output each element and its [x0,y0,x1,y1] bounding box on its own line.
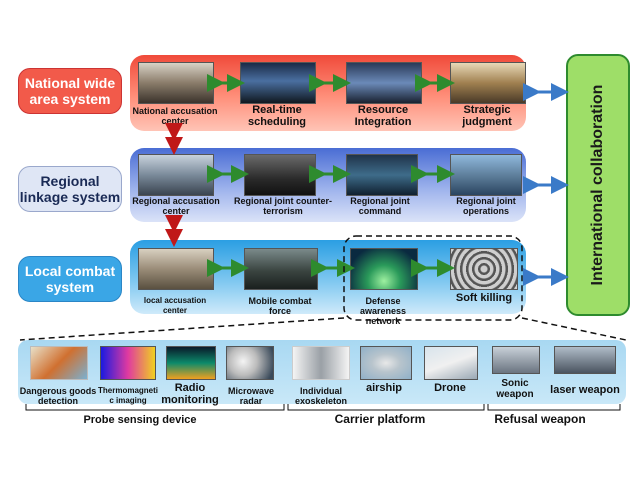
laser-weapon-image [554,346,616,374]
local-level-text: Local combat system [24,263,116,295]
device-caption: Thermomagnetic imaging [98,386,159,405]
national-level-label: National wide area system [18,68,122,114]
national-item-caption: Real-time scheduling [247,104,307,128]
radio-monitoring-image [166,346,216,380]
soft-killing-image [450,248,518,290]
group-brackets [25,404,621,411]
real-time-scheduling-image [240,62,316,104]
probe-bracket [25,404,285,411]
regional-level-label: Regional linkage system [18,166,122,212]
device-caption: airship [365,382,403,394]
carrier-bracket [287,404,485,411]
carrier-platform-group-label: Carrier platform [334,412,426,426]
regional-item-caption: Regional joint counter-terrorism [234,196,332,216]
drone-image [424,346,478,380]
device-caption: Individual exoskeleton [294,386,348,406]
blue-arrows [523,83,569,286]
regional-joint-command-image [346,154,418,196]
device-caption: Microwave radar [227,386,275,406]
strategic-judgment-image [450,62,526,104]
device-caption: Radio monitoring [161,382,219,406]
international-collaboration-panel: International collaboration [566,54,630,316]
dangerous-goods-image [30,346,88,380]
device-caption: Dangerous goods detection [19,386,97,406]
sonic-weapon-image [492,346,540,374]
national-level-text: National wide area system [24,75,116,107]
individual-exoskeleton-image [292,346,350,380]
dashed-highlight-box [343,235,523,321]
regional-item-caption: Regional accusation center [132,196,220,216]
microwave-radar-image [226,346,274,380]
device-caption: Sonic weapon [496,378,534,400]
dashed-connector-right [521,317,627,341]
local-level-label: Local combat system [18,256,122,302]
device-caption: laser weapon [550,384,620,396]
local-item-caption: Mobile combat force [248,296,312,316]
airship-image [360,346,412,380]
local-item-caption: Defense awareness network [359,296,407,326]
local-item-caption: Soft killing [455,292,513,304]
refusal-bracket [487,404,621,411]
green-arrows [207,74,455,277]
local-item-caption: local accusation center [143,296,207,315]
regional-counter-terrorism-image [244,154,316,196]
probe-sensing-group-label: Probe sensing device [83,414,197,426]
regional-item-caption: Regional joint command [350,196,410,216]
national-accusation-center-image [138,62,214,104]
national-item-caption: Resource Integration [354,104,412,128]
refusal-weapon-group-label: Refusal weapon [494,412,586,426]
national-item-caption: National accusation center [132,106,218,126]
resource-integration-image [346,62,422,104]
thermomagnetic-image [100,346,156,380]
regional-level-text: Regional linkage system [19,173,121,205]
regional-item-caption: Regional joint operations [456,196,516,216]
dashed-connector-left [19,317,345,341]
mobile-combat-force-image [244,248,318,290]
national-item-caption: Strategic judgment [462,104,512,128]
device-caption: Drone [434,382,466,394]
